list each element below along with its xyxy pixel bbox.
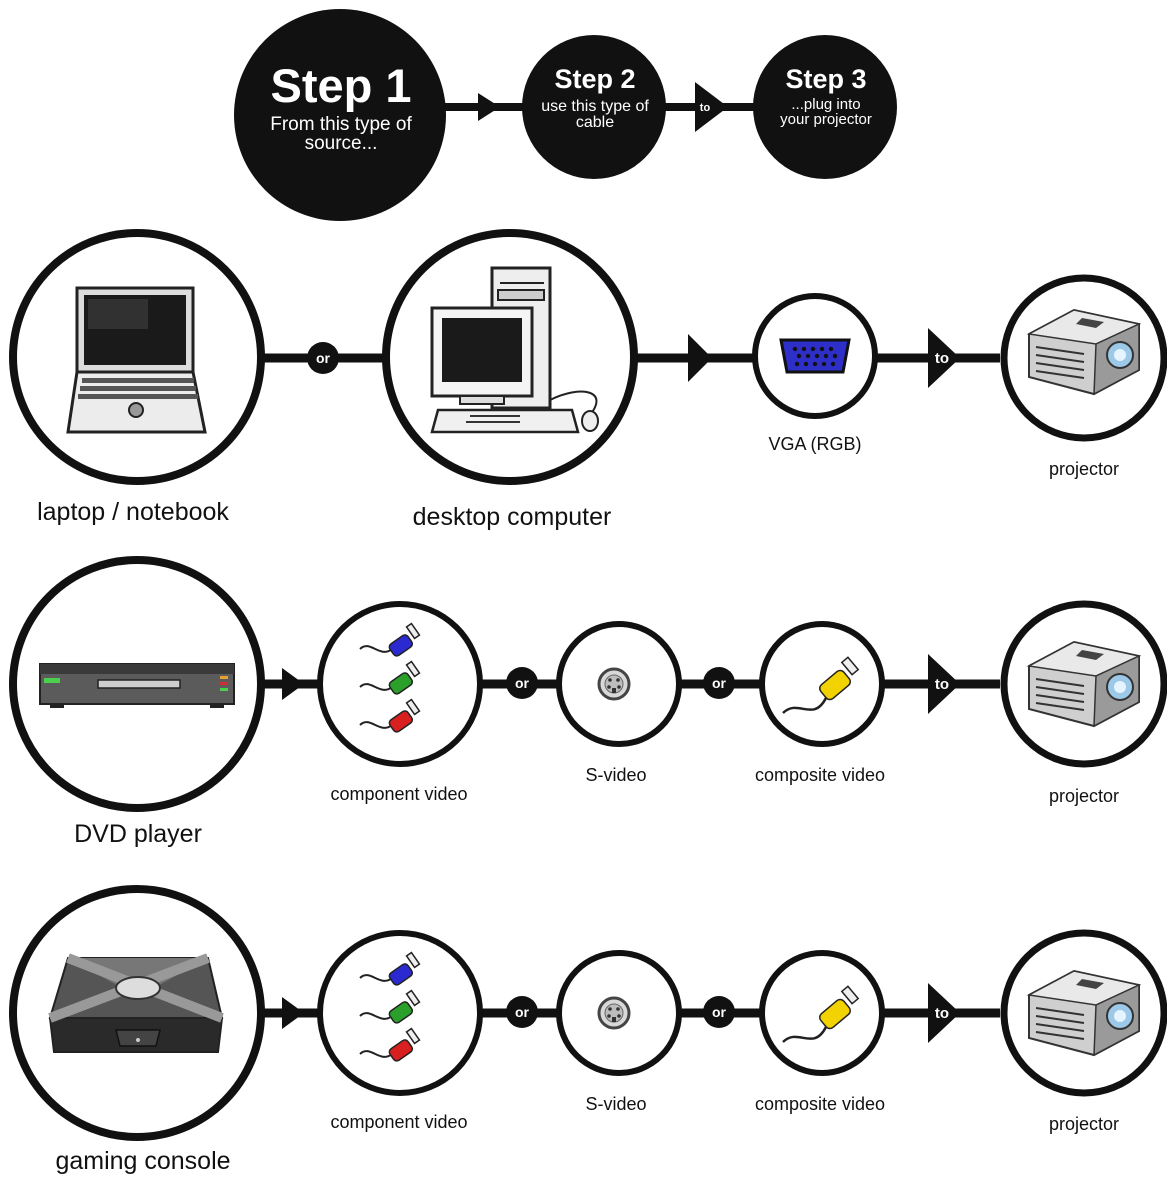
step-2-text: Step 2 use this type of cable	[535, 66, 655, 131]
row-dvd	[9, 556, 1167, 812]
dvd-player-icon	[39, 663, 235, 708]
or-label: or	[712, 675, 727, 691]
step-3-desc: ...plug into your projector	[780, 96, 872, 128]
laptop-label: laptop / notebook	[37, 498, 229, 526]
step-1-desc: From this type of source...	[270, 114, 412, 154]
desktop-label: desktop computer	[412, 503, 612, 531]
dvd-label: DVD player	[74, 820, 202, 848]
step-2-desc: use this type of cable	[541, 98, 649, 131]
arrow-icon	[282, 668, 304, 700]
to-label: to	[935, 350, 949, 367]
or-badge	[703, 996, 735, 1028]
row-computer	[9, 229, 1167, 485]
projector-label: projector	[1048, 1114, 1120, 1134]
vga-connector-icon	[779, 338, 851, 374]
step-2-circle	[522, 35, 666, 179]
or-badge	[703, 667, 735, 699]
console-label: gaming console	[55, 1147, 231, 1175]
or-badge	[506, 667, 538, 699]
vga-label: VGA (RGB)	[768, 434, 862, 454]
composite-label: composite video	[754, 1094, 886, 1114]
projector-label: projector	[1048, 459, 1120, 479]
step-1-text: Step 1 From this type of source...	[256, 62, 426, 153]
to-label: to	[700, 102, 711, 114]
arrow-to-icon	[695, 82, 728, 132]
arrow-to-icon	[928, 328, 960, 388]
to-label: to	[935, 1005, 949, 1022]
svideo-label: S-video	[585, 765, 647, 785]
to-label: to	[935, 676, 949, 693]
s-video-connector-icon	[597, 996, 631, 1030]
or-label: or	[515, 675, 530, 691]
laptop-icon	[66, 286, 207, 434]
svideo-label: S-video	[585, 1094, 647, 1114]
step-2-title: Step 2	[554, 64, 636, 94]
component-label: component video	[330, 784, 468, 804]
connector-words: to or to or or to or or to	[316, 102, 949, 1022]
step-3-circle	[753, 35, 897, 179]
steps-header	[234, 9, 897, 221]
or-label: or	[712, 1004, 727, 1020]
or-badge	[307, 342, 339, 374]
s-video-connector-icon	[597, 667, 631, 701]
desktop-computer-icon	[430, 266, 599, 434]
arrow-to-icon	[928, 654, 960, 714]
or-label: or	[316, 350, 331, 366]
projector-label: projector	[1048, 786, 1120, 806]
arrow-icon	[282, 997, 304, 1029]
step-1-title: Step 1	[270, 59, 412, 112]
or-badge	[506, 996, 538, 1028]
gaming-console-icon	[48, 953, 224, 1053]
arrow-icon	[478, 93, 500, 121]
step-3-title: Step 3	[785, 64, 867, 94]
or-label: or	[515, 1004, 530, 1020]
step-1-circle	[234, 9, 446, 221]
step-3-text: Step 3 ...plug into your projector	[776, 64, 876, 128]
row-gaming	[9, 885, 1167, 1141]
arrow-icon	[688, 334, 712, 382]
composite-label: composite video	[754, 765, 886, 785]
arrow-to-icon	[928, 983, 960, 1043]
component-label: component video	[330, 1112, 468, 1132]
